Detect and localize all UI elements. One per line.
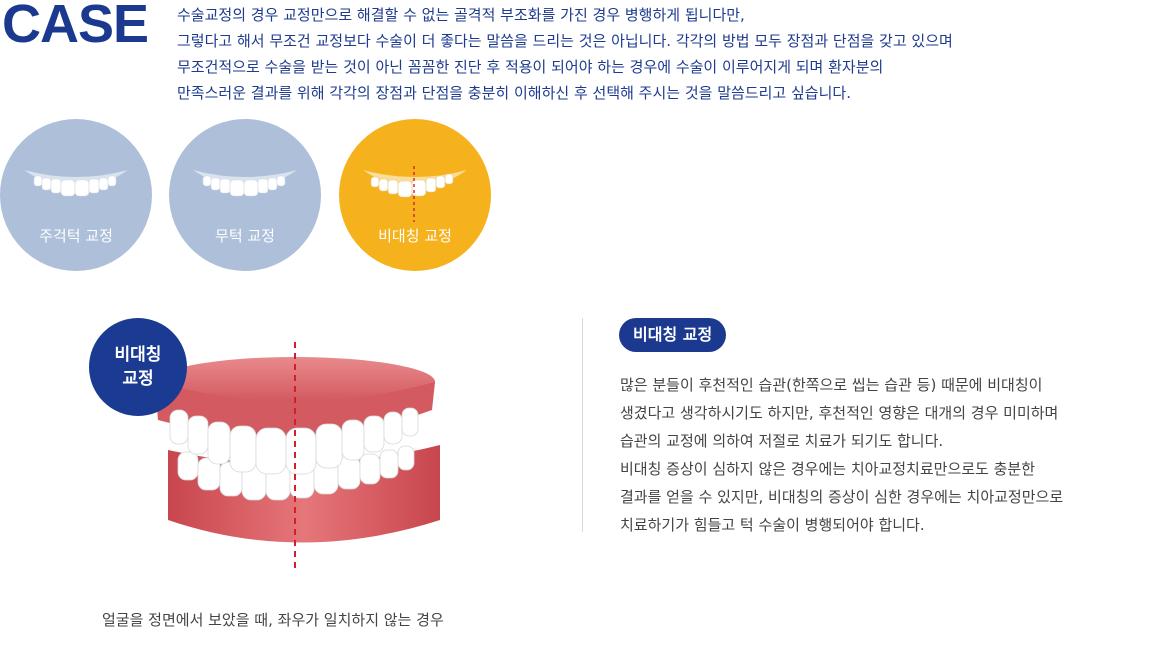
option-label: 주걱턱 교정 [39,227,113,245]
divider [582,318,583,532]
section-heading: 비대칭 교정 [619,318,727,352]
badge-line: 교정 [122,369,154,389]
option-retrognathia[interactable]: 무턱 교정 [169,119,321,271]
illustration-caption: 얼굴을 정면에서 보았을 때, 좌우가 일치하지 않는 경우 [102,611,444,629]
intro-text: 수술교정의 경우 교정만으로 해결할 수 없는 골격적 부조화를 가진 경우 병… [177,2,1137,106]
intro-line: 그렇다고 해서 무조건 교정보다 수술이 더 좋다는 말씀을 드리는 것은 아닙… [177,32,953,50]
intro-line: 무조건적으로 수술을 받는 것이 아닌 꼼꼼한 진단 후 적용이 되어야 하는 … [177,58,884,76]
page-title: CASE [2,0,149,54]
description: 많은 분들이 후천적인 습관(한쪽으로 씹는 습관 등) 때문에 비대칭이 생겼… [620,371,1150,539]
description-line: 습관의 교정에 의하여 저절로 치료가 되기도 합니다. [620,432,944,450]
option-label: 무턱 교정 [215,227,275,245]
teeth-smile-icon [193,170,297,197]
option-underbite[interactable]: 주걱턱 교정 [0,119,152,271]
intro-line: 만족스러운 결과를 위해 각각의 장점과 단점을 충분히 이해하신 후 선택해 … [177,84,851,102]
description-line: 결과를 얻을 수 있지만, 비대칭의 증상이 심한 경우에는 치아교정만으로 [620,488,1064,506]
description-line: 많은 분들이 후천적인 습관(한쪽으로 씹는 습관 등) 때문에 비대칭이 [620,376,1043,394]
asymmetry-badge: 비대칭 교정 [89,318,187,416]
intro-line: 수술교정의 경우 교정만으로 해결할 수 없는 골격적 부조화를 가진 경우 병… [177,6,745,24]
option-label: 비대칭 교정 [378,227,452,245]
description-line: 치료하기가 힘들고 턱 수술이 병행되어야 합니다. [620,516,925,534]
description-line: 생겼다고 생각하시기도 하지만, 후천적인 영향은 대개의 경우 미미하며 [620,404,1059,422]
asymmetric-jaw-illustration [155,342,440,572]
teeth-smile-icon [363,166,467,222]
teeth-smile-icon [24,170,128,197]
option-asymmetry[interactable]: 비대칭 교정 [339,119,491,271]
description-line: 비대칭 증상이 심하지 않은 경우에는 치아교정치료만으로도 충분한 [620,460,1036,478]
badge-line: 비대칭 [114,345,162,365]
